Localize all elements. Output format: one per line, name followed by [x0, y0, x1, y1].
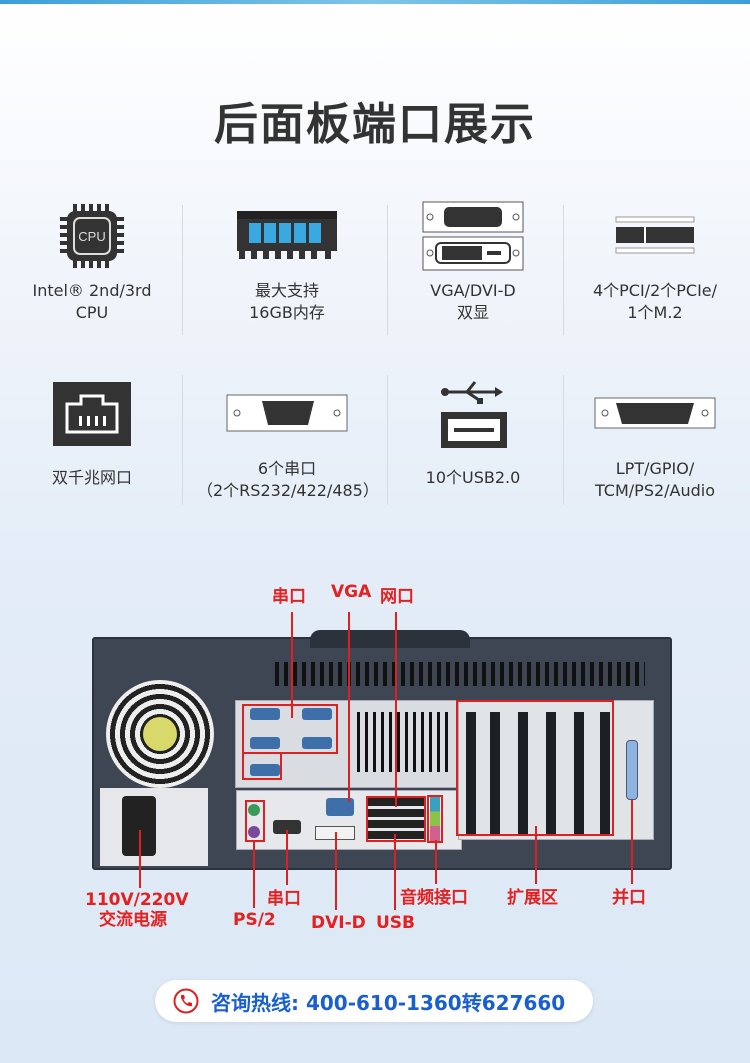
label-lan: 网口: [380, 587, 414, 607]
feature-display: VGA/DVI-D 双显: [383, 200, 563, 324]
vent: [357, 712, 449, 772]
highlight-box: [456, 700, 614, 836]
serial-port: [302, 737, 332, 749]
fan-hub: [143, 717, 177, 751]
highlight-box: [245, 800, 265, 842]
expansion-slot-icon: [565, 200, 745, 272]
feature-cpu: CPU Intel® 2nd/3rd CPU: [2, 200, 182, 324]
leader-line: [435, 840, 437, 884]
label-audio: 音频接口: [400, 888, 468, 908]
feature-label: TCM/PS2/Audio: [594, 481, 716, 500]
expansion-slot: [600, 712, 610, 834]
vent: [275, 662, 645, 686]
leader-line: [291, 612, 293, 718]
feature-label: LPT/GPIO/: [615, 459, 695, 478]
label-serial-top: 串口: [272, 587, 306, 607]
audio-jacks: [430, 797, 440, 841]
memory-icon: [197, 200, 377, 272]
leader-line: [253, 840, 255, 908]
divider: [182, 375, 183, 505]
feature-label: 16GB内存: [249, 303, 325, 322]
hotline-pill[interactable]: 咨询热线: 400-610-1360转627660: [155, 980, 593, 1022]
svg-text:CPU: CPU: [78, 229, 105, 244]
expansion-slot: [518, 712, 528, 834]
divider: [563, 375, 564, 505]
ps2-port: [248, 804, 260, 816]
label-ps2: PS/2: [233, 910, 276, 930]
leader-line: [395, 612, 397, 807]
feature-label: 10个USB2.0: [425, 468, 521, 487]
feature-parallel: LPT/GPIO/ TCM/PS2/Audio: [565, 378, 745, 502]
highlight-box: [242, 704, 338, 754]
hotline-text: 咨询热线: 400-610-1360转627660: [211, 990, 566, 1015]
ps2-port: [248, 826, 260, 838]
handle: [310, 630, 470, 648]
label-dvi: DVI-D: [311, 913, 366, 933]
label-vga: VGA: [331, 582, 372, 602]
expansion-slot: [466, 712, 476, 834]
highlight-box: [427, 795, 443, 843]
leader-line: [348, 612, 350, 802]
highlight-box: [242, 752, 282, 780]
expansion-slot: [574, 712, 584, 834]
feature-label: CPU: [75, 303, 109, 322]
feature-label: Intel® 2nd/3rd: [32, 281, 152, 300]
feature-ethernet: 双千兆网口: [2, 378, 182, 498]
feature-label: 4个PCI/2个PCIe/: [592, 281, 718, 300]
divider: [387, 205, 388, 335]
serial-port: [273, 820, 301, 834]
feature-label: 双千兆网口: [51, 468, 132, 487]
feature-label: VGA/DVI-D: [430, 281, 516, 300]
leader-line: [535, 826, 537, 884]
expansion-slot: [490, 712, 500, 834]
vga-dvi-icon: [383, 200, 563, 272]
serial-port: [302, 708, 332, 720]
usb-icon: [383, 378, 563, 450]
leader-line: [335, 832, 337, 910]
label-parallel: 并口: [612, 888, 646, 908]
label-serial-bottom: 串口: [267, 889, 301, 909]
phone-icon: [173, 988, 199, 1014]
feature-expansion: 4个PCI/2个PCIe/ 1个M.2: [565, 200, 745, 324]
ethernet-icon: [2, 378, 182, 450]
parallel-port-icon: [565, 378, 745, 450]
feature-memory: 最大支持 16GB内存: [197, 200, 377, 324]
leader-line: [139, 830, 141, 888]
feature-label: 最大支持: [254, 281, 319, 300]
leader-line: [631, 800, 633, 884]
label-power-voltage: 110V/220V: [85, 890, 189, 910]
label-power-ac: 交流电源: [99, 910, 167, 930]
divider: [182, 205, 183, 335]
page-title: 后面板端口展示: [214, 99, 536, 150]
feature-usb: 10个USB2.0: [383, 378, 563, 498]
divider: [563, 205, 564, 335]
feature-serial: 6个串口 （2个RS232/422/485）: [197, 378, 379, 502]
vga-port: [326, 798, 354, 816]
feature-label: 6个串口: [257, 459, 317, 478]
leader-line: [286, 830, 288, 885]
serial-port: [250, 764, 280, 776]
label-usb: USB: [376, 913, 416, 933]
feature-label: 双显: [456, 303, 489, 322]
top-accent-bar: [0, 0, 750, 4]
feature-label: 1个M.2: [627, 303, 683, 322]
serial-port-icon: [197, 378, 377, 450]
leader-line: [394, 834, 396, 910]
divider: [387, 375, 388, 505]
expansion-slot: [546, 712, 556, 834]
parallel-port: [626, 740, 638, 800]
label-expansion: 扩展区: [507, 888, 558, 908]
feature-label: （2个RS232/422/485）: [197, 481, 379, 500]
serial-port: [250, 708, 280, 720]
cpu-icon: CPU: [2, 200, 182, 272]
serial-port: [250, 737, 280, 749]
